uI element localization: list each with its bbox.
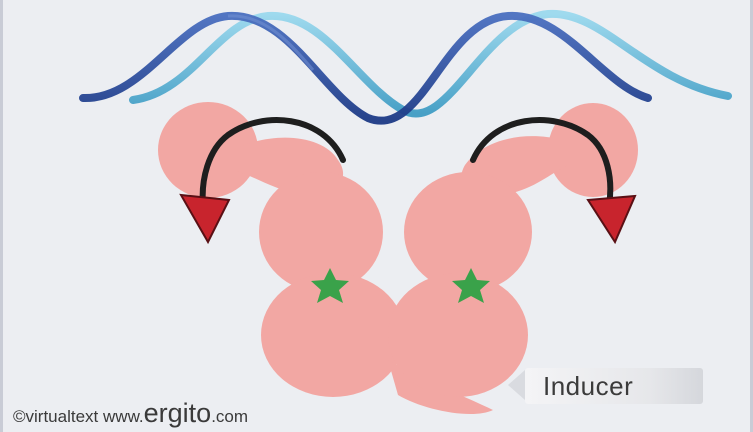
inducer-label: Inducer — [543, 371, 633, 402]
credit-site-suffix: .com — [211, 407, 248, 426]
dna-double-helix — [83, 14, 728, 121]
credit-copyright: ©virtualtext — [13, 407, 98, 426]
arrowhead-left — [181, 195, 229, 242]
inducer-label-box: Inducer — [525, 368, 703, 404]
credit-site-prefix: www. — [103, 407, 144, 426]
dna-strand-dark — [83, 16, 648, 121]
credit-site-name: ergito — [144, 398, 212, 428]
copyright-credit: ©virtualtext www.ergito.com — [13, 398, 248, 429]
arrowhead-right — [588, 196, 635, 242]
